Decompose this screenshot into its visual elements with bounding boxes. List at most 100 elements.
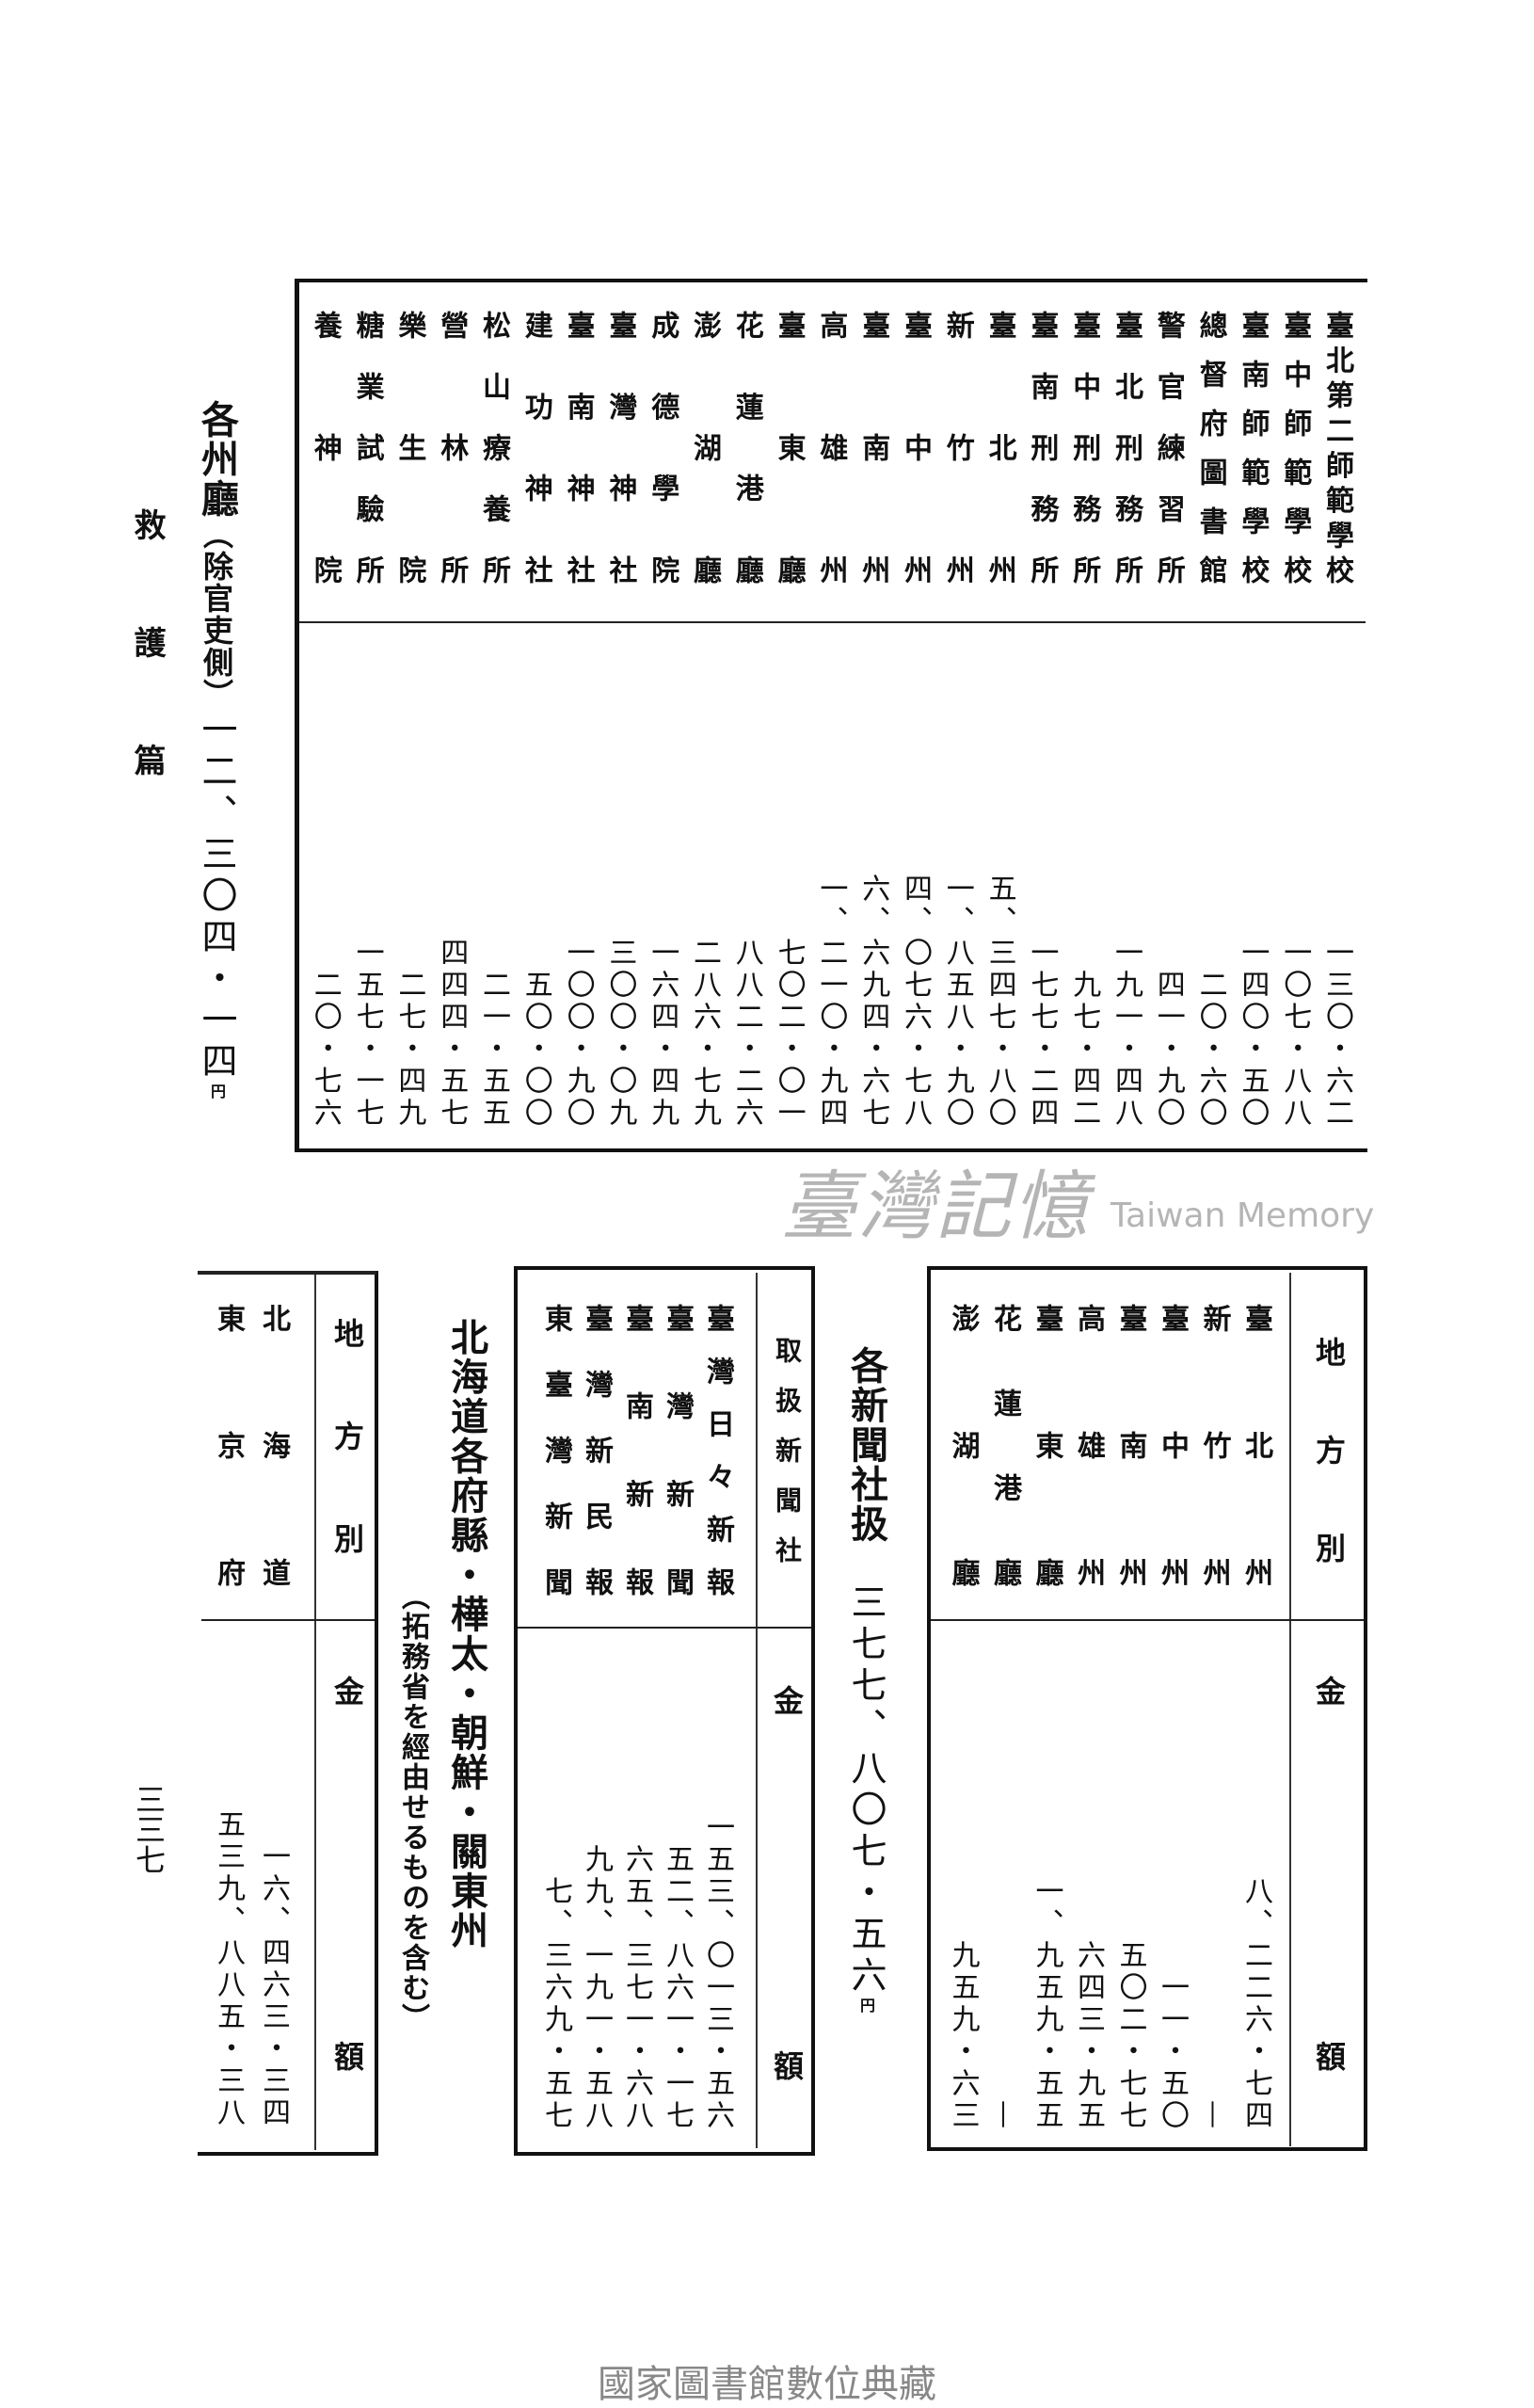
row-amount: 一〇〇・九〇 (561, 938, 595, 1130)
row-name: 松山療養所 (477, 311, 510, 584)
row-amount: 一、八五八・九〇 (940, 874, 974, 1130)
row-name: 臺灣新民報 (580, 1304, 613, 1596)
row-amount: 一六四・四九 (646, 938, 679, 1130)
row-name: 臺北州 (1239, 1304, 1272, 1586)
row-name: 總督府圖書館 (1193, 311, 1227, 584)
row-name: 臺中師範學校 (1278, 311, 1312, 584)
row-name: 臺中刑務所 (1067, 311, 1101, 584)
page-number: 三三七 (131, 1784, 167, 1874)
section-title-note: （除官吏側） (199, 519, 234, 711)
row-amount: 四一・九〇 (1151, 970, 1185, 1130)
section-title-text: 各新聞社扱 (844, 1346, 888, 1544)
row-amount: 三〇〇・〇九 (603, 938, 637, 1130)
row-amount: 五、三四七・八〇 (983, 874, 1016, 1130)
row-amount: 一三〇・六二 (1320, 938, 1353, 1130)
row-amount: 一九一・四八 (1110, 938, 1143, 1130)
newspaper-table (514, 1266, 815, 2156)
row-name: 高雄州 (814, 311, 848, 584)
header-region: 地方別 (329, 1318, 365, 1553)
row-amount: 九五九・六三 (946, 1940, 980, 2132)
row-name: 臺東廳 (772, 311, 806, 584)
row-amount: 二〇・六〇 (1193, 970, 1227, 1130)
row-amount: 一六、四六三・三四 (257, 1841, 290, 2129)
row-name: 建功神社 (519, 311, 552, 584)
row-name: 糖業試驗所 (350, 311, 384, 584)
row-amount: 一一・五〇 (1156, 1972, 1189, 2132)
external-section-title: 北海道各府縣・樺太・朝鮮・關東州 (444, 1318, 488, 1950)
row-name: 臺中州 (1156, 1304, 1189, 1586)
row-amount: 五〇・〇〇 (519, 970, 552, 1130)
section-title-text: 各州廳 (195, 400, 239, 519)
row-name: 新竹州 (1197, 1304, 1231, 1586)
running-header-char: 護 (128, 626, 166, 658)
row-amount: 一五三、〇一三・五六 (701, 1812, 734, 2132)
row-name: 臺南師範學校 (1236, 311, 1270, 584)
row-amount: — (1197, 2100, 1231, 2132)
row-amount: 六、六九四・六七 (856, 874, 890, 1130)
prefecture-table (295, 279, 1367, 1152)
row-name: 花蓮港廳 (729, 311, 763, 584)
section-total: 一二、三〇四・一四 (196, 711, 237, 1084)
row-amount: 一〇七・八八 (1278, 938, 1312, 1130)
row-name: 北海道 (257, 1304, 290, 1586)
row-amount: 五三九、八八五・三八 (212, 1809, 245, 2129)
yen-unit: 円 (857, 1998, 875, 2015)
table-divider (518, 1627, 811, 1629)
table-top-border (198, 1271, 376, 1275)
row-amount: 二一・五五 (477, 970, 510, 1130)
row-name: 臺南州 (1113, 1304, 1147, 1586)
row-name: 澎湖廳 (946, 1304, 980, 1586)
row-name: 營林所 (435, 311, 469, 584)
header-column-divider (314, 1275, 316, 2150)
section-total: 三七七、八〇七・五六 (845, 1583, 887, 1998)
row-amount: 八八二・二六 (729, 938, 763, 1130)
row-amount: 八、二二六・七四 (1239, 1876, 1272, 2132)
prefecture-section-title: 各州廳（除官吏側）一二、三〇四・一四円 (193, 400, 240, 1100)
row-amount: 二七・四九 (392, 970, 426, 1130)
row-amount: 一、二一〇・九四 (814, 874, 848, 1130)
row-name: 臺南州 (856, 311, 890, 584)
row-name: 臺北第二師範學校 (1320, 311, 1353, 584)
row-name: 臺中州 (899, 311, 932, 584)
header-column-divider (1289, 1273, 1291, 2146)
row-amount: 六四三・九五 (1072, 1940, 1105, 2132)
row-name: 臺東廳 (1030, 1304, 1063, 1586)
row-name: 東京府 (212, 1304, 245, 1586)
row-name: 東臺灣新聞 (539, 1304, 572, 1596)
table-divider (299, 621, 1366, 623)
region-table (927, 1266, 1367, 2151)
row-amount: — (988, 2100, 1021, 2132)
row-name: 警官練習所 (1151, 311, 1185, 584)
row-name: 成德學院 (646, 311, 679, 584)
row-name: 澎湖廳 (688, 311, 721, 584)
row-name: 臺南神社 (561, 311, 595, 584)
row-amount: 一五七・一七 (350, 938, 384, 1130)
row-amount: 一七七・二四 (1025, 938, 1059, 1130)
header-amount: 金額 (329, 1676, 365, 2071)
table-divider (201, 1619, 375, 1621)
row-name: 臺南刑務所 (1025, 311, 1059, 584)
watermark-logo: 臺灣記憶 (781, 1163, 1090, 1250)
row-amount: 一四〇・五〇 (1236, 938, 1270, 1130)
footer-archive-label: 國家圖書館數位典藏 (598, 2363, 936, 2406)
row-name: 臺灣日々新報 (701, 1304, 734, 1596)
row-amount: 四、〇七六・七八 (899, 874, 932, 1130)
row-amount: 九九、一九一・五八 (580, 1844, 613, 2132)
watermark-logo-latin: Taiwan Memory (1111, 1196, 1375, 1235)
row-name: 臺南新報 (620, 1304, 653, 1596)
row-amount: 九七・四二 (1067, 970, 1101, 1130)
header-newspaper: 取扱新聞社 (772, 1337, 803, 1563)
row-name: 臺北州 (983, 311, 1016, 584)
row-name: 新竹州 (940, 311, 974, 584)
row-amount: 六五、三七一・六八 (620, 1844, 653, 2132)
external-section-subtitle: （拓務省を經由せるものを含む） (396, 1581, 429, 2033)
row-amount: 五二、八六一・一七 (661, 1844, 694, 2132)
row-amount: 七、三六九・五七 (539, 1876, 572, 2132)
yen-unit: 円 (208, 1084, 226, 1100)
row-amount: 二〇・七六 (308, 970, 342, 1130)
row-name: 養神院 (308, 311, 342, 584)
row-amount: 一、九五九・五五 (1030, 1876, 1063, 2132)
newspaper-section-title: 各新聞社扱 三七七、八〇七・五六円 (842, 1346, 889, 2015)
running-header-char: 救 (128, 508, 166, 540)
header-region: 地方別 (1311, 1337, 1347, 1563)
